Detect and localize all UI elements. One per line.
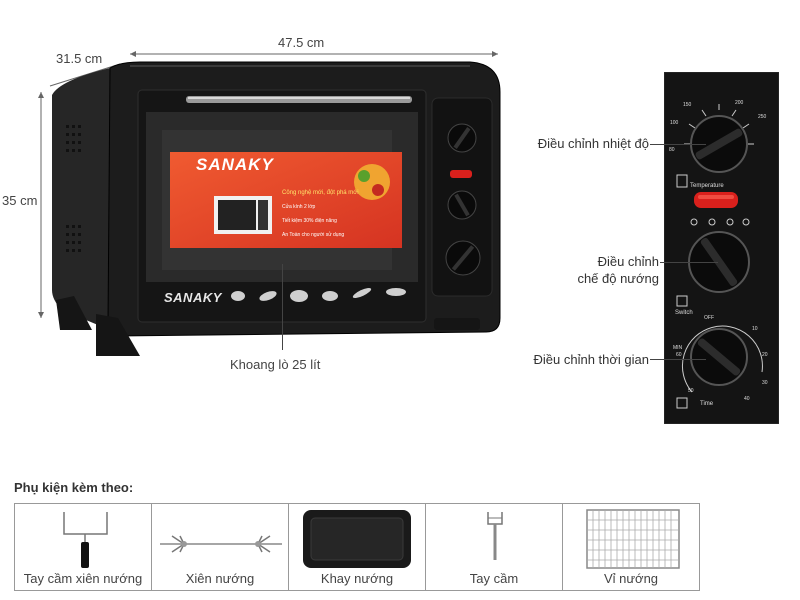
mode-callout-line-1: Điều chỉnh xyxy=(597,254,659,269)
time-tick-min: MIN xyxy=(673,345,683,351)
accessory-cell: Xiên nướng xyxy=(152,504,289,590)
time-panel-label: Time xyxy=(700,401,714,407)
control-panel-zoom xyxy=(664,72,779,424)
temp-tick-200: 200 xyxy=(735,100,744,106)
temp-tick-100: 100 xyxy=(670,120,679,126)
sticker-feature-1: Công nghệ mới, đột phá mới xyxy=(282,190,359,196)
temperature-panel-label: Temperature xyxy=(690,183,724,189)
time-tick-40: 40 xyxy=(744,396,750,402)
door-brand-logo: SANAKY xyxy=(164,290,222,305)
accessory-label: Xiên nướng xyxy=(185,571,255,586)
time-tick-20: 20 xyxy=(762,352,768,358)
baking-tray-icon xyxy=(303,510,411,568)
accessory-cell: Tay cầm xiên nướng xyxy=(15,504,152,590)
accessories-title: Phụ kiện kèm theo: xyxy=(14,480,134,495)
time-tick-60: 60 xyxy=(676,352,682,358)
accessory-label: Vỉ nướng xyxy=(603,571,659,586)
cavity-pointer-line xyxy=(282,264,283,350)
accessory-cell: Vỉ nướng xyxy=(563,504,699,590)
timer-callout-line xyxy=(650,359,706,360)
temperature-callout-line xyxy=(650,144,706,145)
mode-callout-line xyxy=(660,262,718,263)
accessories-table: Tay cầm xiên nướng Xiên nướng Khay nướng… xyxy=(14,503,700,591)
time-tick-50: 50 xyxy=(688,388,694,394)
temperature-control-callout: Điều chỉnh nhiệt độ xyxy=(537,136,649,151)
accessory-label: Khay nướng xyxy=(320,571,394,586)
time-tick-off: OFF xyxy=(704,315,714,321)
sticker-feature-4: An Toàn cho người sử dụng xyxy=(282,232,345,238)
depth-dimension-label: 31.5 cm xyxy=(56,51,103,66)
temp-tick-80: 80 xyxy=(669,147,675,153)
time-tick-10: 10 xyxy=(752,326,758,332)
sticker-feature-3: Tiết kiệm 30% điện năng xyxy=(282,218,337,224)
switch-panel-label: Switch xyxy=(675,310,693,316)
tray-handle-icon xyxy=(487,512,503,560)
sticker-feature-2: Cửa kính 2 lớp xyxy=(282,204,316,210)
time-tick-30: 30 xyxy=(762,380,768,386)
wire-rack-icon xyxy=(586,509,680,569)
accessory-cell: Tay cầm xyxy=(426,504,563,590)
cavity-capacity-label: Khoang lò 25 lít xyxy=(230,357,321,372)
sticker-brand-logo: SANAKY xyxy=(196,155,274,174)
skewer-handle-icon xyxy=(63,512,108,568)
accessory-label: Tay cầm xiên nướng xyxy=(23,571,143,586)
temp-tick-250: 250 xyxy=(758,114,767,120)
rotisserie-skewer-icon xyxy=(160,535,282,553)
width-dimension-label: 47.5 cm xyxy=(278,35,325,50)
temp-tick-150: 150 xyxy=(683,102,692,108)
timer-control-callout: Điều chỉnh thời gian xyxy=(533,352,649,367)
accessory-label: Tay cầm xyxy=(469,571,519,586)
mode-control-callout: Điều chỉnh chế độ nướng xyxy=(525,253,659,287)
accessory-cell: Khay nướng xyxy=(289,504,426,590)
height-dimension-label: 35 cm xyxy=(2,193,38,208)
sticker-feature-list: Công nghệ mới, đột phá mới Cửa kính 2 lớ… xyxy=(282,189,386,239)
toaster-oven-illustration xyxy=(52,61,501,356)
mode-callout-line-2: chế độ nướng xyxy=(577,271,659,286)
